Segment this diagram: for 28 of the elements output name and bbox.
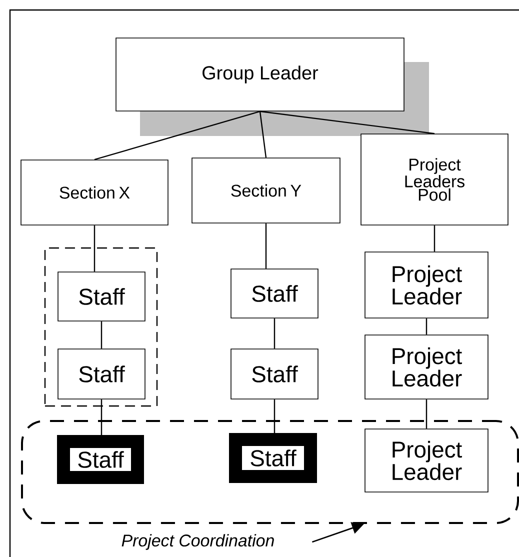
org-box: Project Leader bbox=[364, 252, 488, 318]
connector-line bbox=[260, 110, 435, 134]
org-box: Staff bbox=[230, 268, 318, 318]
org-box: Staff bbox=[58, 348, 146, 400]
connector-line bbox=[259, 111, 267, 158]
highlighted-box: Staff bbox=[57, 435, 144, 484]
org-box: Section X bbox=[20, 160, 168, 226]
connector-line bbox=[274, 318, 276, 349]
connector-line bbox=[274, 399, 276, 433]
connector-line bbox=[100, 399, 102, 435]
connector-line bbox=[265, 223, 267, 269]
dashed-group-box bbox=[44, 247, 158, 407]
org-box: Section Y bbox=[192, 158, 340, 224]
dashed-region bbox=[21, 420, 519, 524]
connector-line bbox=[426, 399, 428, 429]
org-box: Project Leaders Pool bbox=[360, 134, 508, 226]
org-box: Project Leader bbox=[364, 334, 488, 400]
connector-line bbox=[434, 225, 436, 252]
leader-box: Group Leader bbox=[116, 38, 404, 112]
connector-line bbox=[100, 321, 102, 349]
org-box: Staff bbox=[230, 348, 318, 400]
connector-line bbox=[94, 225, 96, 272]
connector-line bbox=[426, 318, 428, 335]
org-box: Staff bbox=[58, 272, 146, 322]
org-box: Project Leader bbox=[364, 428, 488, 492]
connector-line bbox=[94, 110, 260, 160]
region-label: Project Coordination bbox=[122, 534, 274, 550]
highlighted-box: Staff bbox=[229, 433, 317, 483]
